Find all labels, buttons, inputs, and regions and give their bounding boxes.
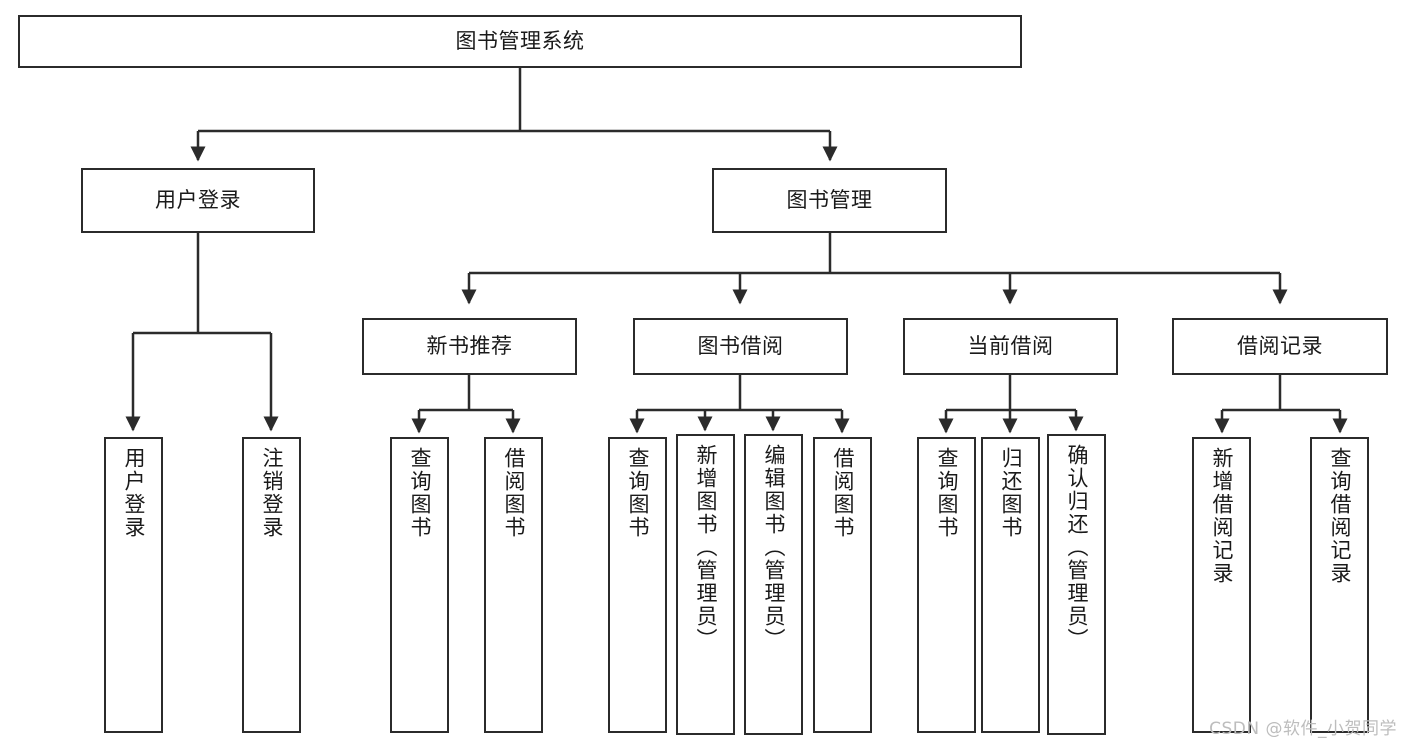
leaf-label: 新增借阅记录	[1210, 447, 1234, 585]
node-root-label: 图书管理系统	[455, 28, 585, 53]
leaf-label: 确认归还（管理员）	[1065, 444, 1089, 651]
leaf-current-borrow-query[interactable]: 查询图书	[917, 437, 976, 733]
node-current-borrow[interactable]: 当前借阅	[903, 318, 1118, 375]
leaf-label: 查询图书	[408, 447, 432, 539]
leaf-label: 新增图书（管理员）	[694, 444, 718, 651]
node-new-book-recommend[interactable]: 新书推荐	[362, 318, 577, 375]
node-user-login-label: 用户登录	[155, 187, 241, 212]
leaf-book-borrow-edit[interactable]: 编辑图书（管理员）	[744, 434, 803, 735]
leaf-label: 归还图书	[999, 447, 1023, 539]
node-book-management[interactable]: 图书管理	[712, 168, 947, 233]
leaf-label: 查询借阅记录	[1328, 447, 1352, 585]
leaf-label: 编辑图书（管理员）	[762, 444, 786, 651]
node-book-borrow-label: 图书借阅	[697, 333, 784, 358]
leaf-label: 借阅图书	[831, 447, 855, 539]
node-borrow-record[interactable]: 借阅记录	[1172, 318, 1388, 375]
leaf-user-login-logout[interactable]: 注销登录	[242, 437, 301, 733]
leaf-borrow-record-add[interactable]: 新增借阅记录	[1192, 437, 1251, 733]
leaf-borrow-record-query[interactable]: 查询借阅记录	[1310, 437, 1369, 733]
node-borrow-record-label: 借阅记录	[1237, 333, 1323, 358]
leaf-label: 用户登录	[122, 447, 146, 539]
leaf-book-borrow-add[interactable]: 新增图书（管理员）	[676, 434, 735, 735]
leaf-label: 注销登录	[260, 447, 284, 539]
leaf-current-borrow-return[interactable]: 归还图书	[981, 437, 1040, 733]
node-root[interactable]: 图书管理系统	[18, 15, 1022, 68]
leaf-book-borrow-borrow[interactable]: 借阅图书	[813, 437, 872, 733]
leaf-new-book-borrow[interactable]: 借阅图书	[484, 437, 543, 733]
node-new-book-recommend-label: 新书推荐	[426, 333, 513, 358]
node-current-borrow-label: 当前借阅	[967, 333, 1054, 358]
node-book-management-label: 图书管理	[786, 187, 873, 212]
leaf-current-borrow-confirm[interactable]: 确认归还（管理员）	[1047, 434, 1106, 735]
leaf-label: 借阅图书	[502, 447, 526, 539]
leaf-new-book-query[interactable]: 查询图书	[390, 437, 449, 733]
node-user-login[interactable]: 用户登录	[81, 168, 315, 233]
leaf-user-login-login[interactable]: 用户登录	[104, 437, 163, 733]
watermark: CSDN @软件_小贺同学	[1209, 719, 1397, 739]
leaf-book-borrow-query[interactable]: 查询图书	[608, 437, 667, 733]
leaf-label: 查询图书	[935, 447, 959, 539]
node-book-borrow[interactable]: 图书借阅	[633, 318, 848, 375]
leaf-label: 查询图书	[626, 447, 650, 539]
